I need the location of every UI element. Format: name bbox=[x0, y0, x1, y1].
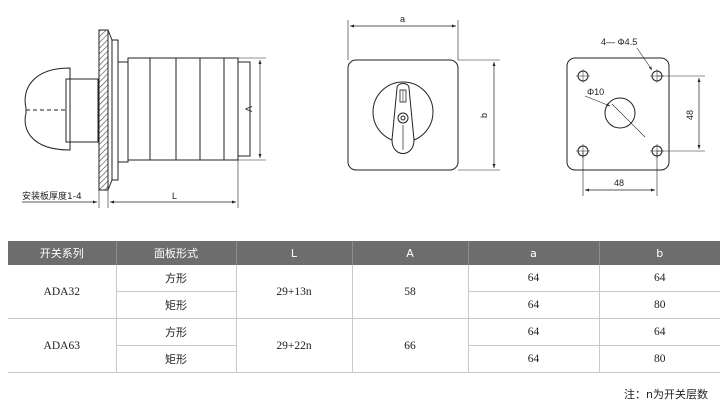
knob-dome bbox=[24, 67, 71, 151]
center-hole bbox=[604, 97, 636, 129]
b-cell: 64 bbox=[599, 318, 720, 346]
table-row: ADA32 方形 29+13n 58 64 64 bbox=[8, 265, 720, 319]
A-cell: 66 bbox=[352, 318, 469, 373]
a-cell: 64 bbox=[468, 318, 600, 346]
header-a: a bbox=[468, 241, 600, 265]
header-L: L bbox=[236, 241, 353, 265]
a-cell: 64 bbox=[468, 345, 600, 373]
b-cell: 64 bbox=[599, 265, 720, 292]
a-cell: 64 bbox=[468, 291, 600, 319]
table-row: 矩形 64 80 bbox=[8, 345, 720, 373]
header-panel-style: 面板形式 bbox=[116, 241, 237, 265]
b-cell: 80 bbox=[599, 291, 720, 319]
panel-style-cell: 方形 bbox=[116, 318, 237, 346]
header-A: A bbox=[352, 241, 469, 265]
dim-b-label: b bbox=[479, 113, 489, 118]
knob-neck bbox=[65, 78, 99, 143]
footnote: 注：n为开关层数 bbox=[624, 388, 708, 401]
side-view-drawing bbox=[22, 29, 266, 208]
front-view-drawing bbox=[347, 20, 500, 171]
dim-L-label: L bbox=[172, 191, 177, 201]
hole-pattern-drawing bbox=[566, 47, 705, 196]
panel-style-cell: 方形 bbox=[116, 265, 237, 292]
holes-label: 4— Φ4.5 bbox=[601, 37, 637, 47]
dim-48-vertical-label: 48 bbox=[685, 110, 695, 120]
spec-table: 开关系列 面板形式 L A a b ADA32 方形 29+13n 58 64 … bbox=[8, 241, 720, 373]
L-cell: 29+22n bbox=[236, 318, 353, 373]
dim-A-label: A bbox=[244, 106, 254, 112]
panel-style-cell: 矩形 bbox=[116, 291, 237, 319]
panel-style-cell: 矩形 bbox=[116, 345, 237, 373]
table-header-row: 开关系列 面板形式 L A a b bbox=[8, 241, 720, 265]
center-hole-label: Φ10 bbox=[587, 87, 604, 97]
switch-body bbox=[127, 57, 239, 161]
b-cell: 80 bbox=[599, 345, 720, 373]
header-series: 开关系列 bbox=[8, 241, 117, 265]
mounting-plate bbox=[98, 29, 109, 191]
A-cell: 58 bbox=[352, 265, 469, 319]
table-row: 矩形 64 80 bbox=[8, 291, 720, 319]
model-cell: ADA32 bbox=[8, 265, 117, 319]
header-b: b bbox=[599, 241, 720, 265]
dim-a-label: a bbox=[400, 14, 405, 24]
a-cell: 64 bbox=[468, 265, 600, 292]
table-row: ADA63 方形 29+22n 66 64 64 bbox=[8, 318, 720, 373]
model-cell: ADA63 bbox=[8, 318, 117, 373]
L-cell: 29+13n bbox=[236, 265, 353, 319]
mount-thickness-label: 安装板厚度1-4 bbox=[22, 190, 82, 202]
technical-drawings: A L 安装板厚度1-4 a b bbox=[22, 14, 705, 208]
dim-48-horizontal-label: 48 bbox=[614, 178, 624, 188]
